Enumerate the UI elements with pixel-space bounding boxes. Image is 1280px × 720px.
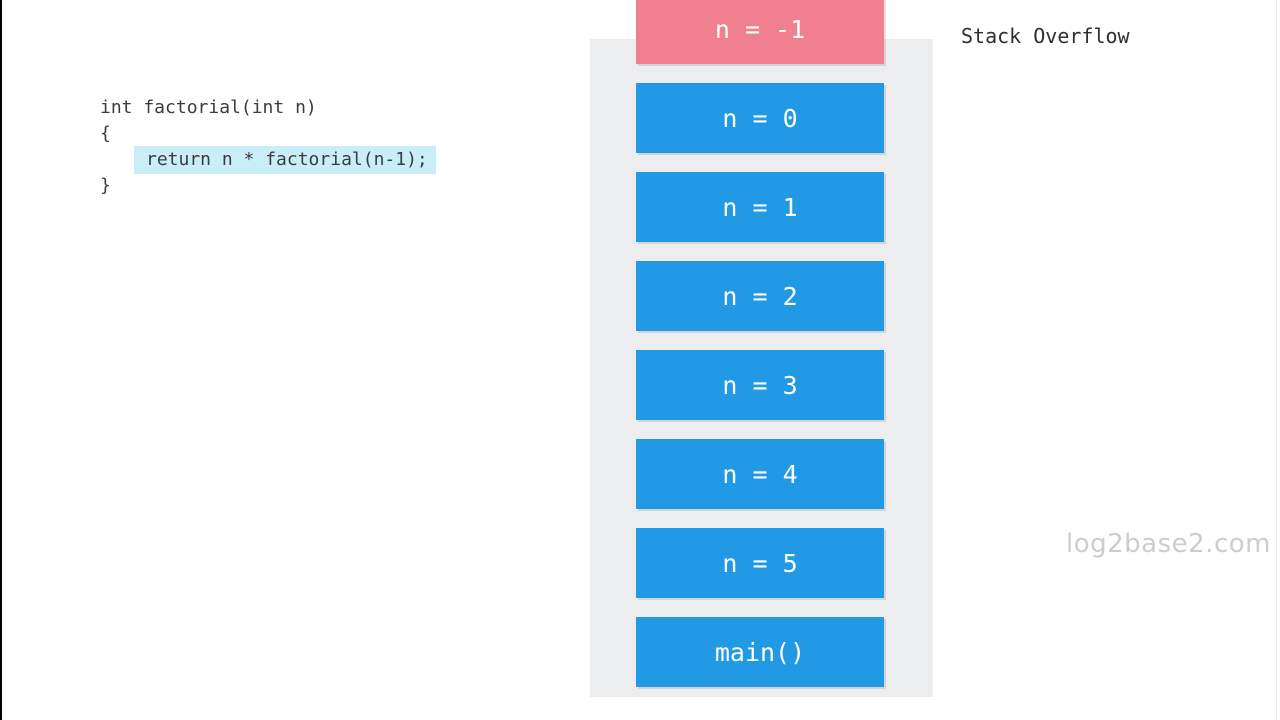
stack-frame-overflow: n = -1 xyxy=(636,0,884,64)
code-line: { xyxy=(100,123,111,144)
code-line: } xyxy=(100,175,111,196)
code-snippet: int factorial(int n) { return n * factoria… xyxy=(100,95,436,199)
stack-frame: n = 0 xyxy=(636,83,884,153)
stack-overflow-label: Stack Overflow xyxy=(961,24,1130,48)
stack-frame: main() xyxy=(636,617,884,687)
watermark: log2base2.com xyxy=(1066,529,1271,559)
code-line-highlighted: return n * factorial(n-1); xyxy=(100,146,436,174)
code-highlight: return n * factorial(n-1); xyxy=(134,146,436,174)
left-letterbox-bar xyxy=(0,0,2,720)
stack-frame: n = 3 xyxy=(636,350,884,420)
call-stack: n = -1 n = 0 n = 1 n = 2 n = 3 n = 4 n = 5 main… xyxy=(636,0,884,687)
stack-frame: n = 5 xyxy=(636,528,884,598)
stack-frame: n = 2 xyxy=(636,261,884,331)
stack-frame: n = 1 xyxy=(636,172,884,242)
right-edge-line xyxy=(1276,0,1277,720)
code-line: int factorial(int n) xyxy=(100,97,317,118)
stack-frame: n = 4 xyxy=(636,439,884,509)
